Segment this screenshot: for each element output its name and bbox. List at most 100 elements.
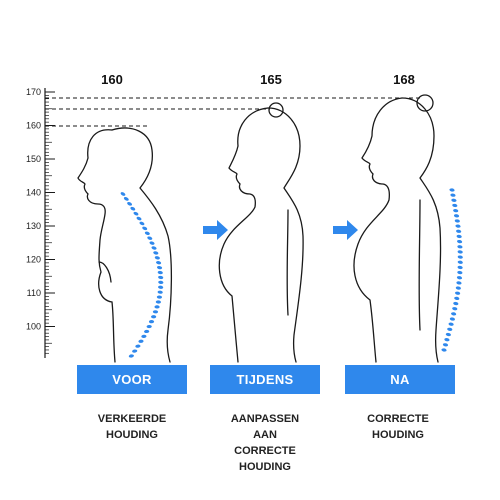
spine-dot — [149, 241, 155, 245]
spine-dot — [452, 307, 458, 311]
spine-dot — [448, 322, 454, 326]
spine-dot — [456, 229, 462, 233]
figure-during — [218, 102, 304, 363]
height-label-during: 165 — [260, 72, 282, 87]
spine-dot — [457, 245, 463, 249]
spine-dot — [453, 301, 459, 306]
spine-dot — [156, 261, 162, 265]
spine-dot — [154, 256, 160, 260]
body-outline-back — [267, 107, 304, 363]
spine-dot — [453, 214, 460, 218]
spine-dot — [457, 270, 463, 275]
ruler-tick-label: 130 — [26, 221, 41, 231]
spine-dot — [457, 250, 463, 254]
spine-dot — [136, 216, 142, 221]
stage-label-before: VOOR — [77, 365, 187, 394]
arrow-right-icon — [203, 220, 228, 240]
spine-dot — [444, 338, 450, 342]
spine-dot — [451, 198, 457, 202]
spine-dot — [442, 343, 449, 347]
spine-dot — [455, 291, 461, 295]
ruler-tick-label: 100 — [26, 322, 41, 332]
spine-dot — [449, 188, 455, 192]
spine-dot — [453, 209, 459, 213]
spine-dot — [456, 276, 463, 280]
spine-dot — [456, 234, 462, 239]
spine-dot — [148, 320, 155, 324]
spine-dot — [457, 239, 463, 244]
spine-dot — [156, 295, 163, 299]
spine-dot — [128, 354, 134, 358]
caption-line: HOUDING — [372, 429, 424, 441]
spine-dot — [151, 315, 157, 319]
caption-line: CORRECTE — [234, 445, 296, 457]
hair-bun — [268, 102, 284, 118]
spine-dot — [454, 219, 460, 223]
spine-dot — [120, 192, 126, 196]
spine-dot — [457, 265, 463, 270]
spine-dot — [457, 255, 463, 259]
spine-dot — [447, 327, 453, 331]
spine-dot — [144, 329, 150, 334]
spine-dots-before — [120, 192, 164, 358]
spine-dot — [445, 332, 451, 337]
spine-dot — [132, 349, 138, 353]
spine-dot — [157, 270, 163, 275]
ruler-tick-label: 150 — [26, 154, 41, 164]
height-label-after: 168 — [393, 72, 415, 87]
arm-line — [418, 199, 421, 331]
arrow-right-icon — [333, 220, 358, 240]
spine-dot — [133, 211, 139, 216]
spine-dot — [451, 312, 457, 316]
spine-dot — [452, 203, 458, 208]
spine-dot — [455, 286, 461, 290]
height-ruler: 170 160 150 140 130 120 110 100 — [26, 87, 55, 358]
spine-dot — [138, 339, 144, 343]
spine-dot — [142, 226, 148, 231]
body-outline-front — [77, 129, 116, 363]
ruler-tick-label: 170 — [26, 87, 41, 97]
spine-dot — [157, 290, 163, 294]
spine-dot — [454, 296, 460, 301]
ruler-tick-label: 140 — [26, 188, 41, 198]
spine-dot — [456, 281, 462, 285]
spine-dot — [123, 197, 129, 201]
spine-dot — [155, 300, 161, 304]
spine-dot — [449, 317, 455, 321]
spine-dot — [144, 231, 150, 236]
spine-dot — [457, 260, 463, 264]
hair-bun — [416, 94, 434, 112]
spine-dot — [141, 334, 147, 338]
spine-dot — [158, 280, 164, 284]
spine-dot — [147, 236, 153, 240]
figure-after — [353, 94, 442, 363]
spine-dot — [450, 193, 456, 197]
body-outline-front — [218, 107, 269, 363]
arm-line — [98, 261, 112, 283]
ruler-tick-label: 110 — [27, 288, 41, 298]
spine-dot — [127, 201, 132, 206]
spine-dot — [139, 221, 145, 226]
spine-dot — [441, 348, 447, 352]
spine-dots-after — [441, 188, 463, 352]
caption-line: HOUDING — [106, 429, 158, 441]
caption-after: CORRECTE HOUDING — [333, 411, 463, 443]
spine-dot — [154, 305, 160, 309]
figure-before — [77, 127, 173, 363]
caption-line: AAN — [253, 429, 277, 441]
height-reference-lines — [45, 97, 420, 127]
ruler-tick-label: 120 — [26, 255, 41, 265]
spine-dot — [152, 310, 159, 314]
caption-line: CORRECTE — [367, 413, 429, 425]
height-label-before: 160 — [101, 72, 123, 87]
caption-during: AANPASSEN AAN CORRECTE HOUDING — [200, 411, 330, 475]
ruler-tick-label: 160 — [26, 121, 41, 131]
stage-label-after: NA — [345, 365, 455, 394]
spine-dot — [158, 275, 164, 280]
spine-dot — [151, 246, 157, 250]
spine-dot — [158, 285, 164, 289]
spine-dot — [135, 344, 141, 348]
spine-dot — [455, 224, 461, 228]
spine-dot — [146, 324, 152, 329]
